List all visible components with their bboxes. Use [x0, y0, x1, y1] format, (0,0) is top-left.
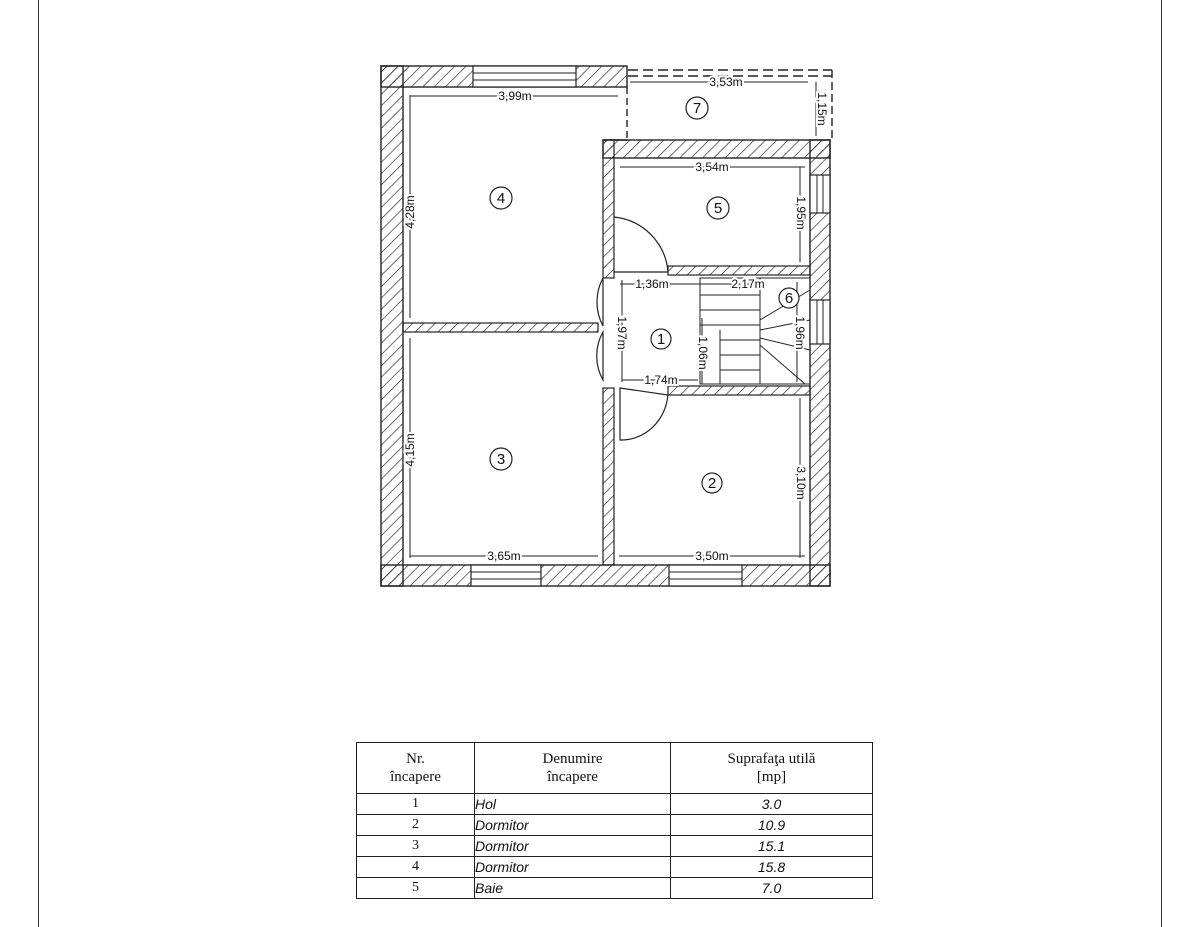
cell-nr: 3 [356, 835, 475, 857]
cell-name: Dormitor [474, 856, 671, 878]
cell-area: 3.0 [670, 793, 873, 815]
cell-name: Dormitor [474, 835, 671, 857]
dim-stair-landing: 1,06m [696, 336, 710, 369]
door-room-2 [619, 387, 669, 441]
svg-text:5: 5 [714, 200, 722, 217]
page-border-right [1161, 0, 1162, 927]
dim-room6-length: 1,96m [793, 316, 807, 349]
dim-room5-width: 3,54m [695, 160, 728, 174]
dim-room3-length: 4,15m [403, 433, 417, 466]
dim-hall-width: 1,36m [635, 277, 668, 291]
door-room-4 [596, 277, 604, 327]
cell-nr: 1 [356, 793, 475, 815]
door-room-3 [596, 329, 604, 383]
cell-area: 7.0 [670, 877, 873, 899]
room-marker-5: 5 [706, 196, 730, 220]
cell-nr: 2 [356, 814, 475, 836]
page-border-left [38, 0, 39, 927]
table-row: 2 Dormitor 10.9 [356, 814, 873, 836]
door-room-5 [613, 216, 669, 273]
svg-text:7: 7 [693, 100, 701, 117]
dim-terrace-depth: 1,15m [815, 92, 829, 125]
window-room-3 [470, 564, 542, 587]
wall-top-right [602, 139, 831, 159]
dim-room3-width: 3,65m [487, 549, 520, 563]
exterior-walls [380, 65, 831, 587]
room-marker-1: 1 [650, 328, 672, 350]
dim-room2-width: 3,50m [695, 549, 728, 563]
header-nr: Nr. încapere [356, 742, 475, 794]
interior-walls [402, 139, 811, 566]
room-markers: 1 2 3 4 5 6 7 [489, 96, 800, 494]
cell-name: Dormitor [474, 814, 671, 836]
wall-room5-hall [667, 265, 811, 276]
room-marker-7: 7 [685, 96, 709, 120]
terrace-outline [603, 69, 833, 141]
dimension-labels: 3,99m 3,53m 1,15m 3,54m 4,28m 1,95m 1,36… [401, 73, 831, 565]
doors [596, 216, 669, 441]
svg-text:2: 2 [708, 475, 716, 492]
svg-text:3: 3 [497, 451, 505, 468]
table-header-row: Nr. încapere Denumire încapere Suprafaţa… [356, 742, 873, 794]
cell-name: Hol [474, 793, 671, 815]
cell-area: 15.1 [670, 835, 873, 857]
table-row: 4 Dormitor 15.8 [356, 856, 873, 878]
window-room-6 [809, 299, 831, 345]
cell-area: 15.8 [670, 856, 873, 878]
room-marker-6: 6 [778, 287, 800, 309]
dim-room2-length: 3,10m [794, 466, 808, 499]
window-room-5 [809, 174, 831, 214]
wall-room3-room4 [402, 322, 599, 333]
dim-stair-width: 2,17m [731, 277, 764, 291]
svg-text:4: 4 [497, 190, 505, 207]
window-room-2 [668, 564, 743, 587]
dim-room4-width: 3,99m [498, 89, 531, 103]
svg-text:6: 6 [785, 290, 793, 307]
svg-text:1: 1 [657, 331, 665, 348]
header-denumire: Denumire încapere [474, 742, 671, 794]
room-marker-2: 2 [701, 472, 723, 494]
cell-nr: 5 [356, 877, 475, 899]
wall-bottom [380, 564, 831, 587]
header-suprafata: Suprafaţa utilă [mp] [670, 742, 873, 794]
dim-room4-length: 4,28m [403, 195, 417, 228]
room-marker-4: 4 [489, 186, 513, 210]
wall-corridor-lower [602, 387, 615, 566]
room-marker-3: 3 [489, 447, 513, 471]
windows [470, 65, 831, 587]
wall-room2-hall [667, 385, 811, 396]
table-row: 5 Baie 7.0 [356, 877, 873, 899]
cell-name: Baie [474, 877, 671, 899]
wall-left [380, 65, 404, 587]
wall-corridor-upper [602, 139, 615, 279]
table-row: 3 Dormitor 15.1 [356, 835, 873, 857]
dim-terrace-width: 3,53m [709, 75, 742, 89]
cell-area: 10.9 [670, 814, 873, 836]
dim-hall-lower-width: 1,74m [644, 373, 677, 387]
dim-room5-length: 1,95m [794, 196, 808, 229]
floor-plan: 3,99m 3,53m 1,15m 3,54m 4,28m 1,95m 1,36… [380, 65, 833, 587]
window-room-4 [472, 65, 577, 88]
cell-nr: 4 [356, 856, 475, 878]
dim-hall-length: 1,97m [615, 316, 629, 349]
table-row: 1 Hol 3.0 [356, 793, 873, 815]
rooms-table: Nr. încapere Denumire încapere Suprafaţa… [356, 742, 873, 899]
